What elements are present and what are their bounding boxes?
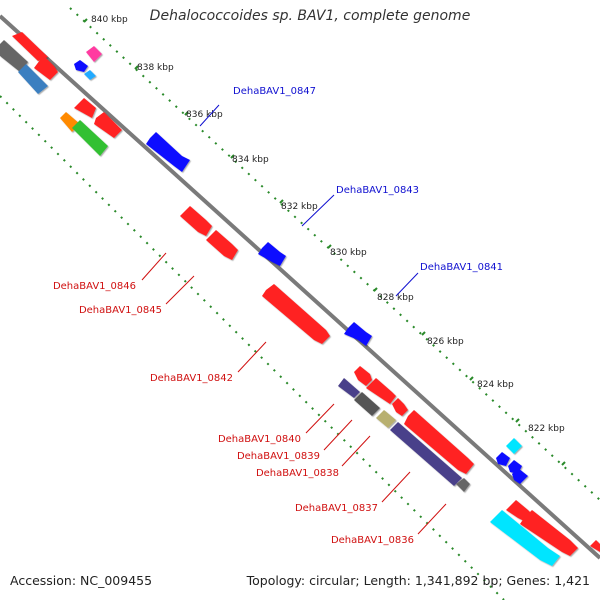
gene-feature[interactable]: [86, 46, 102, 62]
scale-label: 830 kbp: [330, 248, 367, 258]
accession-text: Accession: NC_009455: [10, 573, 153, 588]
gene-feature[interactable]: [354, 366, 372, 386]
gene-feature[interactable]: [74, 60, 88, 72]
gene-label[interactable]: DehaBAV1_0840: [218, 434, 301, 445]
gene-feature[interactable]: [376, 410, 396, 428]
inner-tick-track: [0, 95, 505, 600]
gene-feature[interactable]: [84, 70, 96, 80]
forward-genes: [12, 32, 528, 484]
gene-label[interactable]: DehaBAV1_0845: [79, 305, 162, 316]
scale-labels: 840 kbp 838 kbp 836 kbp 834 kbp 832 kbp …: [91, 15, 565, 434]
scale-label: 822 kbp: [528, 424, 565, 434]
gene-feature[interactable]: [0, 40, 28, 72]
gene-label[interactable]: DehaBAV1_0842: [150, 373, 233, 384]
forward-gene-labels: DehaBAV1_0847 DehaBAV1_0843 DehaBAV1_084…: [233, 86, 503, 273]
scale-ticks: [83, 18, 566, 466]
gene-feature[interactable]: [520, 510, 578, 556]
gene-feature[interactable]: [18, 64, 48, 94]
gene-label[interactable]: DehaBAV1_0843: [336, 185, 419, 196]
gene-feature[interactable]: [590, 540, 600, 552]
gene-feature[interactable]: [456, 478, 470, 492]
gene-label[interactable]: DehaBAV1_0847: [233, 86, 316, 97]
gene-feature[interactable]: [512, 468, 528, 484]
scale-label: 826 kbp: [427, 337, 464, 347]
scale-label: 834 kbp: [232, 155, 269, 165]
gene-feature[interactable]: [258, 242, 286, 266]
scale-label: 840 kbp: [91, 15, 128, 25]
gene-feature[interactable]: [72, 120, 108, 156]
gene-feature[interactable]: [392, 398, 408, 416]
gene-feature[interactable]: [338, 378, 360, 398]
gene-feature[interactable]: [490, 510, 560, 566]
forward-leader-lines: [199, 104, 419, 297]
genome-backbone: [0, 14, 600, 560]
gene-feature[interactable]: [344, 322, 372, 346]
scale-label: 838 kbp: [137, 63, 174, 73]
gene-feature[interactable]: [12, 32, 48, 61]
gene-label[interactable]: DehaBAV1_0837: [295, 503, 378, 514]
gene-feature[interactable]: [354, 392, 380, 416]
genome-title: Dehalococcoides sp. BAV1, complete genom…: [149, 8, 471, 24]
gene-label[interactable]: DehaBAV1_0838: [256, 468, 339, 479]
gene-feature[interactable]: [146, 132, 190, 172]
scale-label: 832 kbp: [281, 202, 318, 212]
gene-feature[interactable]: [390, 422, 462, 486]
gene-label[interactable]: DehaBAV1_0846: [53, 281, 136, 292]
gene-feature[interactable]: [74, 98, 96, 118]
outer-tick-track: [69, 7, 600, 501]
gene-feature[interactable]: [404, 410, 474, 474]
reverse-genes: [0, 40, 600, 566]
scale-label: 836 kbp: [186, 110, 223, 120]
gene-feature[interactable]: [366, 378, 396, 404]
gene-feature[interactable]: [506, 438, 522, 454]
gene-feature[interactable]: [34, 56, 58, 80]
gene-feature[interactable]: [206, 230, 238, 260]
gene-feature[interactable]: [94, 112, 122, 138]
gene-label[interactable]: DehaBAV1_0839: [237, 451, 320, 462]
scale-label: 828 kbp: [377, 293, 414, 303]
scale-label: 824 kbp: [477, 380, 514, 390]
gene-feature[interactable]: [180, 206, 212, 236]
reverse-leader-lines: [141, 252, 447, 535]
gene-feature[interactable]: [262, 284, 330, 344]
gene-label[interactable]: DehaBAV1_0836: [331, 535, 414, 546]
gene-label[interactable]: DehaBAV1_0841: [420, 262, 503, 273]
gene-feature[interactable]: [496, 452, 510, 466]
genome-summary-text: Topology: circular; Length: 1,341,892 bp…: [246, 573, 590, 588]
reverse-gene-labels: DehaBAV1_0846 DehaBAV1_0845 DehaBAV1_084…: [53, 281, 414, 546]
